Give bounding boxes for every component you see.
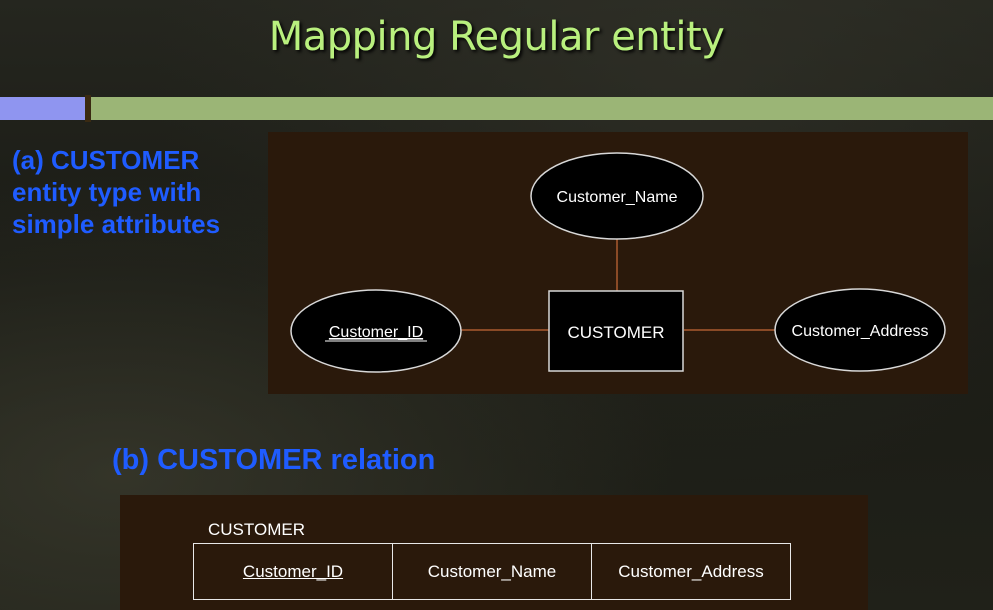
relation-caption: (b) CUSTOMER relation xyxy=(112,444,436,476)
slide-title: Mapping Regular entity xyxy=(268,14,725,60)
er-diagram-panel xyxy=(268,132,968,394)
relation-table: Customer_ID Customer_Name Customer_Addre… xyxy=(193,543,791,600)
er-diagram-caption: (a) CUSTOMER entity type with simple att… xyxy=(12,145,221,239)
relation-panel xyxy=(120,495,868,610)
accent-bar-green xyxy=(91,97,993,120)
relation-column-customer-name: Customer_Name xyxy=(392,544,591,599)
relation-name: CUSTOMER xyxy=(208,520,305,539)
relation-column-customer-address: Customer_Address xyxy=(591,544,790,599)
accent-bar-blue xyxy=(0,97,85,120)
relation-column-label: Customer_ID xyxy=(242,561,344,581)
relation-column-label: Customer_Address xyxy=(618,561,764,581)
relation-column-label: Customer_Name xyxy=(427,561,557,581)
relation-column-customer-id: Customer_ID xyxy=(194,544,392,599)
accent-bar-separator xyxy=(85,95,91,122)
